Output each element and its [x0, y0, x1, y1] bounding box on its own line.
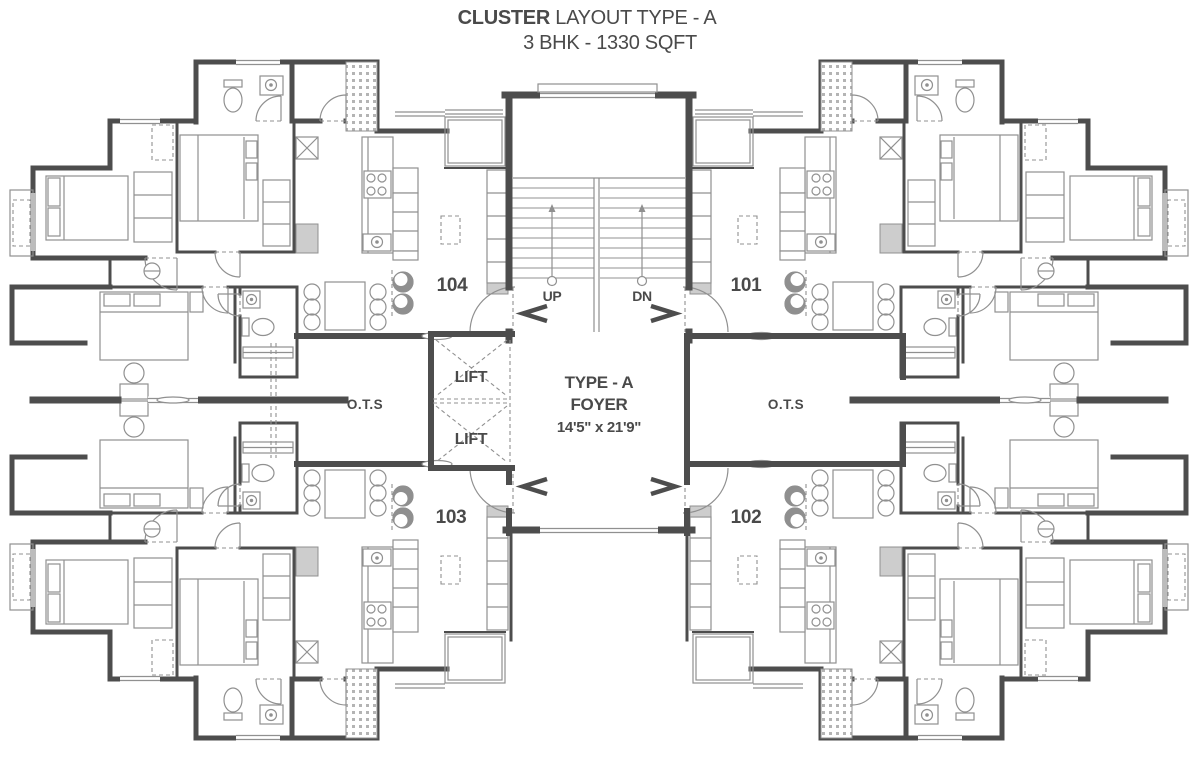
title-block: CLUSTER LAYOUT TYPE - A 3 BHK - 1330 SQF…	[458, 7, 718, 54]
foyer-name-label: FOYER	[570, 395, 627, 414]
ots-left-label: O.T.S	[347, 397, 383, 412]
foyer: TYPE - A FOYER 14'5" x 21'9"	[502, 337, 696, 642]
lift-shafts: LIFT LIFT	[428, 331, 515, 471]
foyer-dims-label: 14'5" x 21'9"	[557, 419, 641, 436]
unit-103-label: 103	[436, 507, 467, 528]
lift-1-label: LIFT	[455, 369, 488, 386]
dn-label: DN	[632, 288, 652, 304]
up-label: UP	[543, 288, 562, 304]
dn-arrowhead	[638, 204, 646, 212]
title-line-1: CLUSTER LAYOUT TYPE - A	[458, 7, 718, 29]
title-line-2: 3 BHK - 1330 SQFT	[523, 32, 697, 54]
unit-101-label: 101	[731, 275, 763, 296]
title-rest: LAYOUT TYPE - A	[550, 7, 717, 29]
lift-2-label: LIFT	[455, 431, 488, 448]
foyer-type-label: TYPE - A	[565, 373, 634, 392]
party-walls	[29, 396, 1169, 404]
unit-102-label: 102	[731, 507, 762, 528]
title-bold: CLUSTER	[458, 7, 551, 29]
unit-labels: 104 101 103 102	[436, 275, 763, 528]
unit-104-label: 104	[437, 275, 469, 296]
ots-right: O.T.S	[684, 333, 906, 467]
ots-right-label: O.T.S	[768, 397, 804, 412]
up-arrowhead	[548, 204, 556, 212]
